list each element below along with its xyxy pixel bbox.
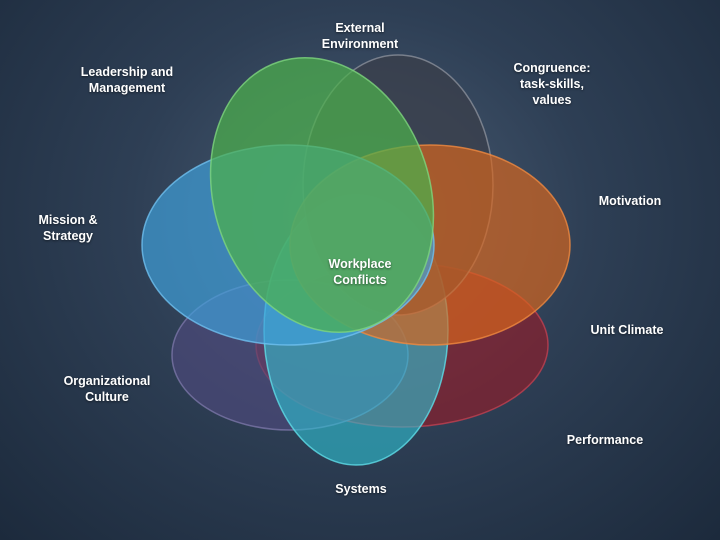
center-label: Workplace Conflicts bbox=[328, 257, 392, 287]
label-mission-strategy: Mission & Strategy bbox=[38, 213, 98, 243]
label-external-environment: External Environment bbox=[321, 21, 399, 51]
petal-leadership-management bbox=[209, 56, 435, 334]
label-leadership-management: Leadership and Management bbox=[80, 65, 174, 95]
label-congruence: Congruence: task-skills, values bbox=[513, 61, 591, 107]
label-organizational-culture: Organizational Culture bbox=[63, 374, 151, 404]
label-systems: Systems bbox=[335, 482, 387, 496]
label-unit-climate: Unit Climate bbox=[590, 323, 664, 337]
label-performance: Performance bbox=[566, 433, 644, 447]
label-motivation: Motivation bbox=[598, 194, 662, 208]
